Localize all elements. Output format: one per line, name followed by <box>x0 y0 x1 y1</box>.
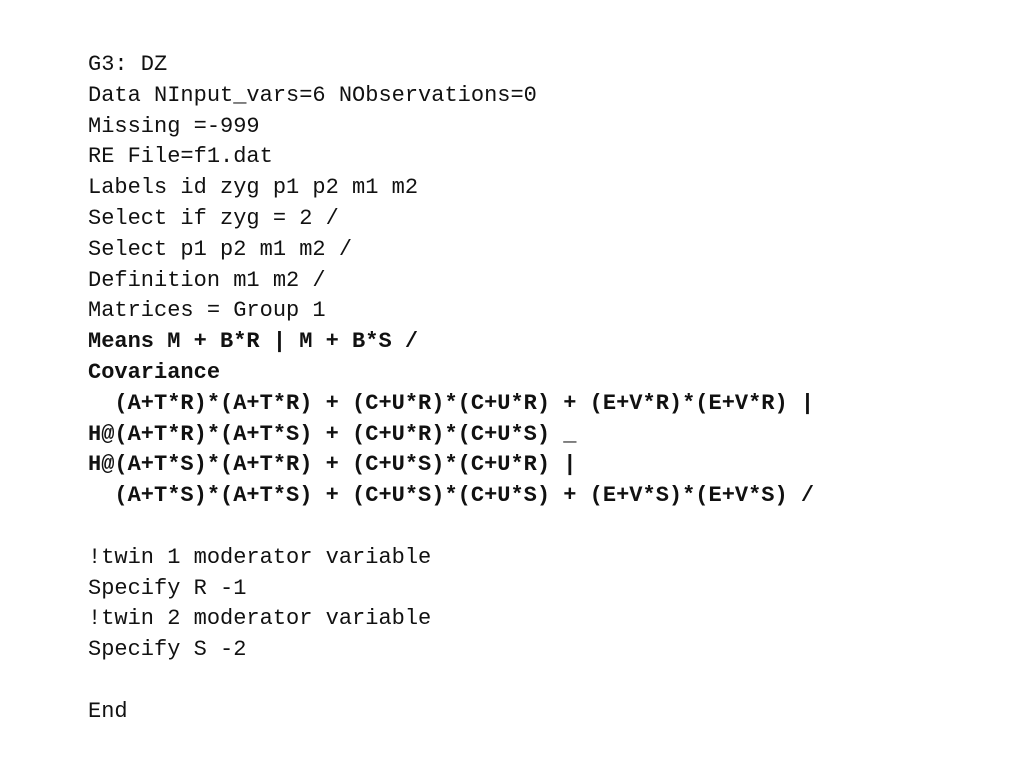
script-line-matrices: Matrices = Group 1 <box>88 298 326 324</box>
script-line-select-if: Select if zyg = 2 / <box>88 205 339 231</box>
script-line-covariance-row-2: H@(A+T*R)*(A+T*S) + (C+U*R)*(C+U*S) _ <box>88 421 577 447</box>
script-line-select-vars: Select p1 p2 m1 m2 / <box>88 236 353 262</box>
script-line-comment-twin-2: !twin 2 moderator variable <box>88 606 432 632</box>
script-blank-line <box>88 512 814 543</box>
script-line-covariance-row-3: H@(A+T*S)*(A+T*R) + (C+U*S)*(C+U*R) | <box>88 452 577 478</box>
script-line-covariance: Covariance <box>88 359 221 385</box>
script-line-re-file: RE File=f1.dat <box>88 144 273 170</box>
script-blank-line <box>88 666 814 697</box>
script-line-means: Means M + B*R | M + B*S / <box>88 329 419 355</box>
script-line-data: Data NInput_vars=6 NObservations=0 <box>88 82 537 108</box>
script-line-specify-s: Specify S -2 <box>88 637 247 663</box>
script-line-labels: Labels id zyg p1 p2 m1 m2 <box>88 175 419 201</box>
script-line-covariance-row-4: (A+T*S)*(A+T*S) + (C+U*S)*(C+U*S) + (E+V… <box>88 483 815 509</box>
script-line-specify-r: Specify R -1 <box>88 575 247 601</box>
script-line-missing: Missing =-999 <box>88 113 260 139</box>
script-line-end: End <box>88 698 128 724</box>
script-line-definition: Definition m1 m2 / <box>88 267 326 293</box>
script-line-covariance-row-1: (A+T*R)*(A+T*R) + (C+U*R)*(C+U*R) + (E+V… <box>88 390 815 416</box>
script-listing: G3: DZ Data NInput_vars=6 NObservations=… <box>88 50 814 728</box>
script-line-group-title: G3: DZ <box>88 52 168 77</box>
script-line-comment-twin-1: !twin 1 moderator variable <box>88 544 432 570</box>
